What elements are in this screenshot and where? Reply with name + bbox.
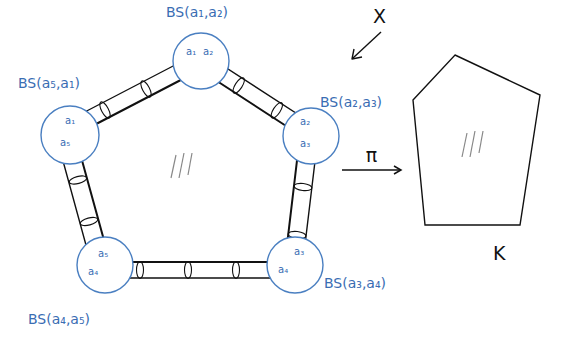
space-label: X [373, 6, 386, 27]
circle-outline [40, 105, 100, 165]
point-label: a₁ [65, 115, 75, 126]
point-label: a₂ [300, 116, 310, 127]
bs-circle: BS(a₁,a₂)a₁a₂ [172, 32, 230, 90]
bs-label: BS(a₂,a₃) [320, 95, 382, 110]
bs-circle: BS(a₂,a₃)a₂a₃ [282, 107, 340, 165]
map-label: π [364, 145, 379, 166]
point-label: a₃ [294, 246, 304, 257]
point-label: a₄ [278, 264, 288, 275]
point-label: a₅ [60, 137, 70, 148]
base-complex: K [405, 45, 545, 280]
bs-circle: BS(a₅,a₁)a₁a₅ [40, 105, 100, 165]
bs-circle: BS(a₄,a₅)a₄a₅ [76, 236, 134, 294]
circle-outline [282, 107, 340, 165]
space-region: XBS(a₁,a₂)a₁a₂BS(a₂,a₃)a₂a₃BS(a₃,a₄)a₃a₄… [0, 0, 340, 347]
bs-label: BS(a₄,a₅) [28, 312, 90, 327]
bs-circle: BS(a₃,a₄)a₃a₄ [266, 236, 324, 294]
bs-label: BS(a₅,a₁) [18, 76, 80, 91]
base-label: K [493, 243, 505, 264]
leader-arrow [352, 32, 381, 59]
point-label: a₅ [98, 248, 108, 259]
point-label: a₃ [300, 138, 310, 149]
hatching [171, 153, 192, 178]
circle-outline [76, 236, 134, 294]
point-label: a₂ [203, 46, 213, 57]
pentagon-outline [405, 45, 545, 280]
point-label: a₄ [88, 266, 98, 277]
circle-outline [266, 236, 324, 294]
circle-outline [172, 32, 230, 90]
point-label: a₁ [186, 46, 196, 57]
bs-label: BS(a₃,a₄) [324, 276, 386, 291]
map-arrow [342, 169, 401, 171]
bs-label: BS(a₁,a₂) [166, 5, 228, 20]
